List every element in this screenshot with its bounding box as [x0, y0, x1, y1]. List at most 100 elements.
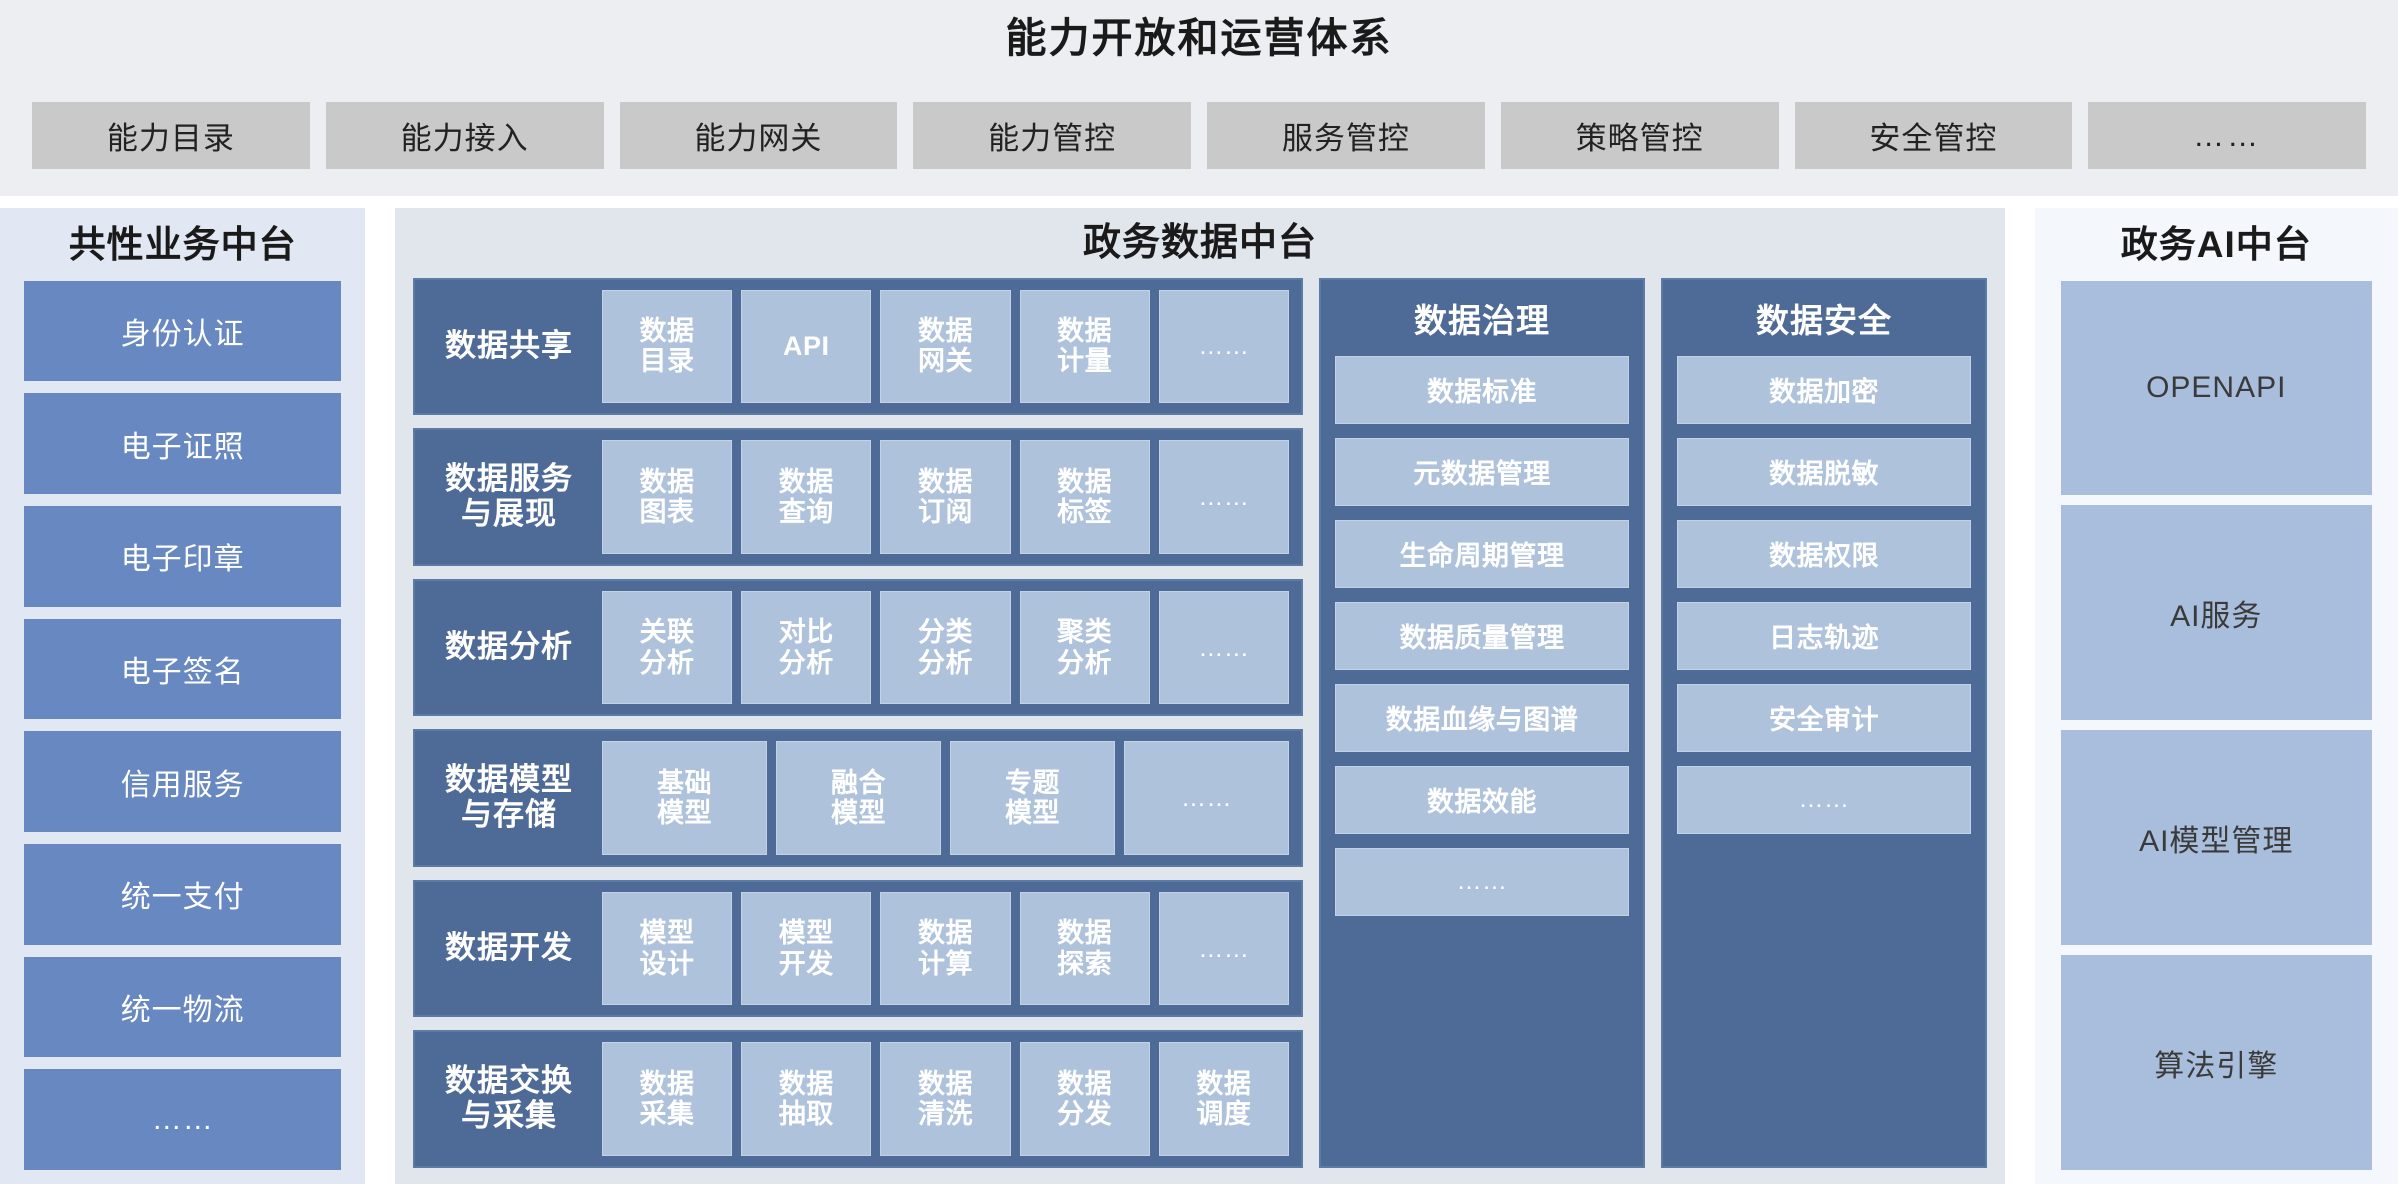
cell-data-development-more[interactable]: …… [1158, 891, 1289, 1006]
security-data-masking[interactable]: 数据脱敏 [1676, 437, 1971, 506]
row-cells-data-analysis: 关联分析 对比分析 分类分析 聚类分析 …… [601, 590, 1289, 705]
cell-data-collection[interactable]: 数据采集 [601, 1042, 733, 1156]
cell-data-analysis-more[interactable]: …… [1158, 590, 1289, 705]
row-cells-data-exchange-collection: 数据采集 数据抽取 数据清洗 数据分发 数据调度 [601, 1042, 1289, 1156]
ai-algorithm-engine[interactable]: 算法引擎 [2060, 955, 2372, 1170]
service-identity-auth[interactable]: 身份认证 [24, 280, 342, 382]
row-label-data-exchange-collection: 数据交换与采集 [444, 1063, 573, 1134]
cell-data-subscription[interactable]: 数据订阅 [880, 440, 1011, 554]
row-data-sharing: 数据共享 数据目录 API 数据网关 数据计量 …… [412, 277, 1303, 416]
security-log-trace[interactable]: 日志轨迹 [1676, 601, 1971, 670]
government-data-platform-panel: 政务数据中台 数据共享 数据目录 API 数据网关 数据计量 …… [394, 208, 2005, 1184]
service-electronic-signature[interactable]: 电子签名 [24, 618, 342, 720]
row-cells-data-development: 模型设计 模型开发 数据计算 数据探索 …… [601, 891, 1289, 1006]
common-business-service-list: 身份认证 电子证照 电子印章 电子签名 信用服务 统一支付 统一物流 …… [24, 280, 342, 1171]
governance-metadata-management[interactable]: 元数据管理 [1334, 437, 1629, 506]
service-unified-logistics[interactable]: 统一物流 [24, 956, 342, 1058]
capability-chip-service-control[interactable]: 服务管控 [1207, 102, 1485, 169]
cell-data-gateway[interactable]: 数据网关 [880, 289, 1011, 404]
cell-data-exploration[interactable]: 数据探索 [1019, 891, 1150, 1006]
cell-model-development[interactable]: 模型开发 [741, 891, 872, 1006]
cell-data-sharing-more[interactable]: …… [1158, 289, 1289, 404]
cell-thematic-model[interactable]: 专题模型 [949, 741, 1115, 855]
service-unified-payment[interactable]: 统一支付 [24, 843, 342, 945]
cell-data-cleansing[interactable]: 数据清洗 [880, 1042, 1011, 1156]
ai-service[interactable]: AI服务 [2060, 505, 2372, 721]
governance-lifecycle-management[interactable]: 生命周期管理 [1334, 519, 1629, 588]
data-governance-title: 数据治理 [1413, 301, 1550, 339]
cell-classification-analysis[interactable]: 分类分析 [880, 590, 1011, 705]
cell-base-model[interactable]: 基础模型 [601, 741, 767, 855]
governance-more[interactable]: …… [1334, 847, 1629, 916]
cell-data-scheduling[interactable]: 数据调度 [1158, 1042, 1289, 1156]
row-cells-data-model-storage: 基础模型 融合模型 专题模型 …… [601, 741, 1289, 855]
governance-data-standard[interactable]: 数据标准 [1334, 355, 1629, 424]
page-title: 能力开放和运营体系 [1005, 15, 1393, 61]
capability-chip-catalog[interactable]: 能力目录 [32, 102, 310, 169]
capability-chip-policy-control[interactable]: 策略管控 [1500, 102, 1779, 169]
ai-model-management[interactable]: AI模型管理 [2060, 730, 2372, 946]
capability-chip-security-control[interactable]: 安全管控 [1794, 102, 2073, 169]
service-electronic-seal[interactable]: 电子印章 [24, 505, 342, 607]
cell-data-catalog[interactable]: 数据目录 [601, 289, 733, 404]
cell-data-tag[interactable]: 数据标签 [1019, 440, 1150, 554]
cell-data-computation[interactable]: 数据计算 [880, 891, 1011, 1006]
column-gap-left [365, 208, 395, 1184]
security-more[interactable]: …… [1676, 765, 1971, 834]
government-ai-platform-panel: 政务AI中台 OPENAPI AI服务 AI模型管理 算法引擎 [2034, 208, 2398, 1184]
cell-data-distribution[interactable]: 数据分发 [1019, 1042, 1150, 1156]
government-ai-platform-title: 政务AI中台 [2120, 224, 2312, 265]
cell-correlation-analysis[interactable]: 关联分析 [601, 590, 733, 705]
data-security-column: 数据安全 数据加密 数据脱敏 数据权限 日志轨迹 安全审计 …… [1660, 277, 1987, 1168]
capability-openness-band: 能力开放和运营体系 能力目录 能力接入 能力网关 能力管控 服务管控 策略管控 … [0, 0, 2398, 196]
row-label-data-sharing: 数据共享 [444, 328, 573, 364]
capability-chip-control[interactable]: 能力管控 [913, 102, 1191, 169]
column-gap-right [2004, 208, 2035, 1184]
cell-clustering-analysis[interactable]: 聚类分析 [1019, 590, 1150, 705]
ai-openapi[interactable]: OPENAPI [2060, 280, 2372, 496]
data-security-title: 数据安全 [1755, 301, 1892, 339]
row-label-data-development: 数据开发 [444, 930, 573, 966]
capability-chip-row: 能力目录 能力接入 能力网关 能力管控 服务管控 策略管控 安全管控 …… [32, 102, 2366, 169]
row-cells-data-service-presentation: 数据图表 数据查询 数据订阅 数据标签 …… [601, 440, 1289, 554]
cell-data-metering[interactable]: 数据计量 [1019, 289, 1150, 404]
row-data-development: 数据开发 模型设计 模型开发 数据计算 数据探索 …… [412, 879, 1303, 1018]
data-platform-body: 数据共享 数据目录 API 数据网关 数据计量 …… 数据服务与展现 数据图表 [412, 277, 1987, 1168]
service-credit[interactable]: 信用服务 [24, 731, 342, 832]
cell-comparison-analysis[interactable]: 对比分析 [741, 590, 872, 705]
row-data-analysis: 数据分析 关联分析 对比分析 分类分析 聚类分析 …… [412, 578, 1303, 717]
security-data-permission[interactable]: 数据权限 [1676, 519, 1971, 588]
row-label-data-model-storage: 数据模型与存储 [444, 762, 573, 833]
capability-chip-access[interactable]: 能力接入 [325, 102, 604, 169]
cell-model-design[interactable]: 模型设计 [601, 891, 733, 1006]
ai-capability-list: OPENAPI AI服务 AI模型管理 算法引擎 [2060, 280, 2372, 1170]
data-security-items: 数据加密 数据脱敏 数据权限 日志轨迹 安全审计 …… [1676, 355, 1971, 1152]
capability-chip-more[interactable]: …… [2088, 102, 2366, 169]
row-data-service-presentation: 数据服务与展现 数据图表 数据查询 数据订阅 数据标签 …… [412, 428, 1303, 566]
service-more[interactable]: …… [24, 1069, 342, 1171]
security-data-encryption[interactable]: 数据加密 [1676, 355, 1971, 424]
platform-columns: 共性业务中台 身份认证 电子证照 电子印章 电子签名 信用服务 统一支付 统一物… [0, 208, 2398, 1184]
row-label-data-service-presentation: 数据服务与展现 [444, 461, 573, 531]
governance-data-efficiency[interactable]: 数据效能 [1334, 765, 1629, 834]
cell-api[interactable]: API [741, 289, 872, 404]
security-audit[interactable]: 安全审计 [1676, 683, 1971, 752]
data-governance-items: 数据标准 元数据管理 生命周期管理 数据质量管理 数据血缘与图谱 数据效能 …… [1334, 355, 1629, 1152]
common-business-platform-title: 共性业务中台 [68, 224, 297, 265]
cell-data-query[interactable]: 数据查询 [741, 440, 872, 554]
cell-data-extraction[interactable]: 数据抽取 [741, 1042, 872, 1156]
cell-fusion-model[interactable]: 融合模型 [775, 741, 941, 855]
cell-data-service-more[interactable]: …… [1158, 440, 1289, 554]
capability-chip-gateway[interactable]: 能力网关 [619, 102, 898, 169]
data-governance-column: 数据治理 数据标准 元数据管理 生命周期管理 数据质量管理 数据血缘与图谱 数据… [1318, 277, 1645, 1168]
common-business-platform-panel: 共性业务中台 身份认证 电子证照 电子印章 电子签名 信用服务 统一支付 统一物… [0, 208, 366, 1184]
row-data-model-storage: 数据模型与存储 基础模型 融合模型 专题模型 …… [412, 729, 1303, 867]
governance-data-lineage-graph[interactable]: 数据血缘与图谱 [1334, 683, 1629, 752]
row-data-exchange-collection: 数据交换与采集 数据采集 数据抽取 数据清洗 数据分发 数据调度 [412, 1030, 1303, 1168]
row-cells-data-sharing: 数据目录 API 数据网关 数据计量 …… [601, 289, 1289, 404]
cell-data-model-more[interactable]: …… [1123, 741, 1289, 855]
cell-data-chart[interactable]: 数据图表 [601, 440, 733, 554]
governance-data-quality-management[interactable]: 数据质量管理 [1334, 601, 1629, 670]
service-electronic-license[interactable]: 电子证照 [24, 393, 342, 494]
